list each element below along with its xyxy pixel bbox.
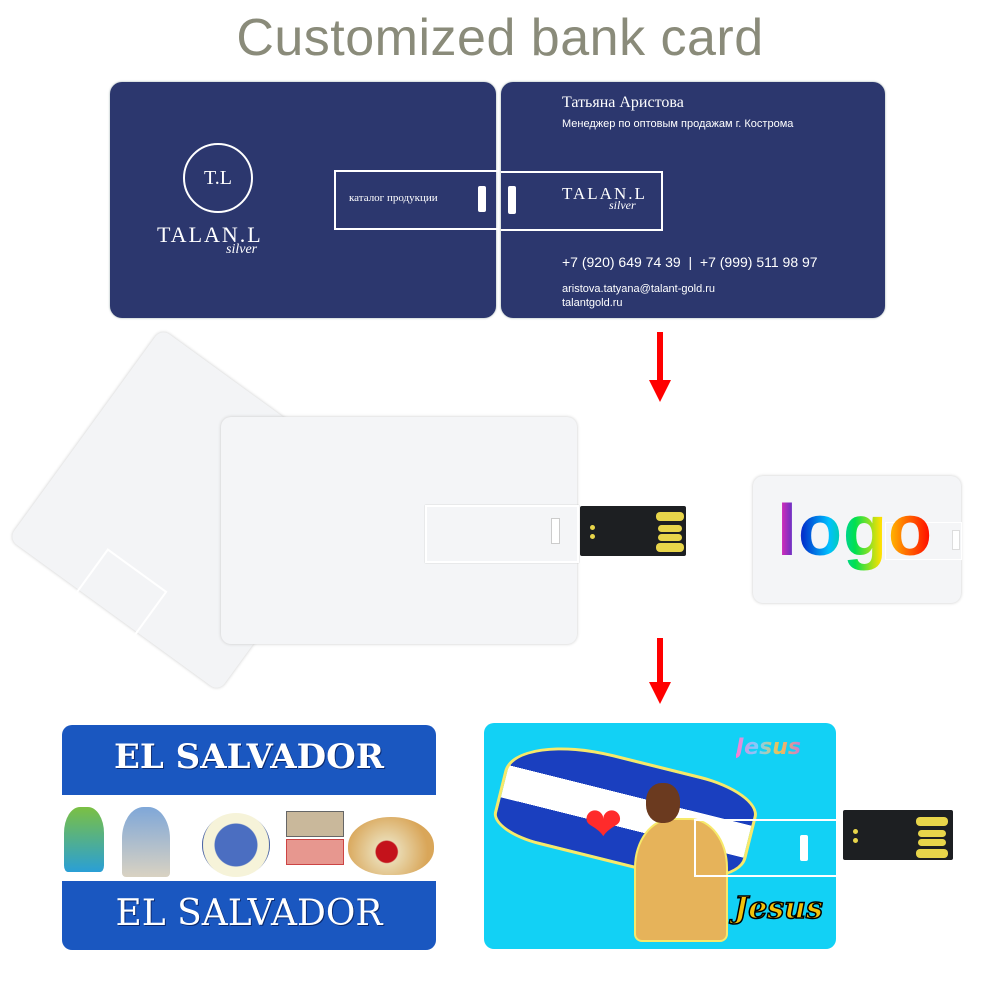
- banknote-image: [286, 839, 344, 865]
- jesus-title-bottom: Jesus: [733, 890, 823, 927]
- usb-slot-outline: [885, 522, 962, 560]
- contact-role: Менеджер по оптовым продажам г. Кострома: [562, 118, 794, 130]
- monogram-logo: T.L: [183, 143, 253, 213]
- usb-contact-dot: [590, 525, 595, 530]
- usb-slot-notch: [478, 186, 486, 212]
- usb-contact-pin: [656, 512, 684, 521]
- pupusas-food-image: [348, 817, 434, 875]
- business-card-front: [110, 82, 496, 318]
- usb-slot-outline: [425, 505, 579, 563]
- jesus-card: Jesus ❤ Jesus: [484, 723, 836, 949]
- logo-placeholder-text: logo: [777, 491, 933, 571]
- usb-contact-pin: [658, 525, 682, 532]
- coat-of-arms-image: [202, 813, 270, 877]
- flag-band-top: [62, 725, 436, 795]
- el-salvador-card: EL SALVADOR EL SALVADOR: [62, 725, 436, 950]
- monument-image: [122, 807, 170, 877]
- catalog-label: каталог продукции: [349, 192, 438, 204]
- usb-contact-pin: [916, 849, 948, 858]
- arrow-down-icon: [657, 638, 663, 686]
- usb-contact-pin: [916, 817, 948, 826]
- arrow-down-icon-head: [649, 682, 671, 704]
- usb-slot-notch: [800, 835, 808, 861]
- logo-card: [753, 476, 961, 603]
- page-title: Customized bank card: [236, 9, 764, 67]
- usb-contact-dot: [590, 534, 595, 539]
- usb-slot-outline: [694, 819, 836, 877]
- usb-contact-pin: [658, 534, 682, 541]
- usb-contact-dot: [853, 829, 858, 834]
- contact-email: aristova.tatyana@talant-gold.ru: [562, 283, 716, 295]
- usb-slot-outline: [501, 171, 663, 231]
- usb-contact-dot: [853, 838, 858, 843]
- usb-slot-notch: [551, 518, 560, 544]
- brand-name: TALAN.L: [157, 222, 263, 247]
- usb-contact-pin: [918, 830, 946, 837]
- torogoz-bird-image: [64, 807, 104, 872]
- business-card-back: [501, 82, 885, 318]
- usb-contact-pin: [918, 839, 946, 846]
- jesus-figure-robe: [634, 818, 728, 942]
- brand-name: TALAN.L: [562, 184, 647, 203]
- contact-name: Татьяна Аристова: [562, 94, 684, 111]
- brand-subtitle: silver: [226, 242, 258, 257]
- heart-icon: ❤: [584, 798, 623, 850]
- blank-card-front: [221, 417, 577, 644]
- jesus-figure-head: [646, 783, 680, 823]
- card-heading-bottom: EL SALVADOR: [115, 893, 383, 934]
- card-heading-top: EL SALVADOR: [114, 737, 384, 777]
- contact-website: talantgold.ru: [562, 297, 623, 309]
- jesus-title-top: Jesus: [736, 735, 801, 760]
- flag-band-bottom: [62, 881, 436, 950]
- brand-subtitle: silver: [609, 198, 636, 212]
- usb-slot-notch: [952, 530, 960, 550]
- usb-contact-pin: [656, 543, 684, 552]
- banknote-image: [286, 811, 344, 837]
- arrow-down-icon-head: [649, 380, 671, 402]
- arrow-down-icon: [657, 332, 663, 384]
- usb-slot-notch: [508, 186, 516, 214]
- contact-phones: +7 (920) 649 74 39 | +7 (999) 511 98 97: [562, 254, 818, 270]
- usb-slot-outline: [334, 170, 498, 230]
